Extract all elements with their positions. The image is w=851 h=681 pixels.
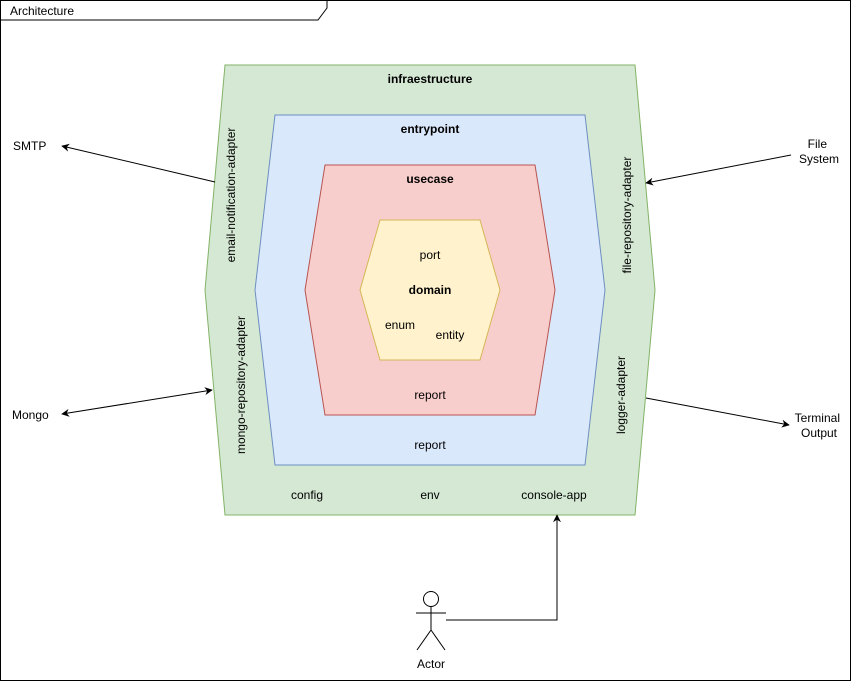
- entrypoint-title: entrypoint: [401, 122, 460, 136]
- file-system-label-line1: File: [808, 137, 828, 151]
- smtp-label: SMTP: [13, 139, 46, 153]
- domain-port-label: port: [420, 248, 441, 262]
- arrow-to-smtp: [61, 143, 216, 183]
- domain-enum-label: enum: [385, 318, 415, 332]
- arrow-to-terminal-output: [645, 397, 790, 428]
- entrypoint-report-label: report: [414, 438, 446, 452]
- usecase-report-label: report: [414, 388, 446, 402]
- config-label: config: [291, 488, 323, 502]
- file-system-label-line2: System: [799, 152, 839, 166]
- email-notification-adapter-label: email-notification-adapter: [224, 128, 238, 263]
- frame-title-tab: [0, 0, 328, 21]
- terminal-output-label: Terminal Output: [795, 411, 844, 440]
- terminal-output-label-line1: Terminal: [795, 411, 840, 425]
- domain-entity-label: entity: [436, 328, 465, 342]
- arrow-from-file-system: [645, 154, 792, 186]
- domain-layer[interactable]: [359, 219, 501, 361]
- mongo-repository-adapter-label: mongo-repository-adapter: [234, 316, 248, 454]
- frame-title: Architecture: [10, 4, 74, 18]
- arrow-actor-to-console-app: [446, 514, 561, 621]
- arrow-mongo-bidirectional: [61, 387, 213, 417]
- actor-icon: [416, 591, 446, 651]
- usecase-title: usecase: [406, 172, 454, 186]
- console-app-label: console-app: [521, 488, 587, 502]
- mongo-label: Mongo: [12, 408, 49, 422]
- actor-label: Actor: [417, 657, 445, 671]
- env-label: env: [420, 488, 439, 502]
- logger-adapter-label: logger-adapter: [614, 356, 628, 434]
- domain-title: domain: [409, 283, 452, 297]
- terminal-output-label-line2: Output: [801, 426, 838, 440]
- infrastructure-title: infraestructure: [388, 72, 473, 86]
- file-system-label: File System: [799, 137, 839, 166]
- file-repository-adapter-label: file-repository-adapter: [620, 157, 634, 274]
